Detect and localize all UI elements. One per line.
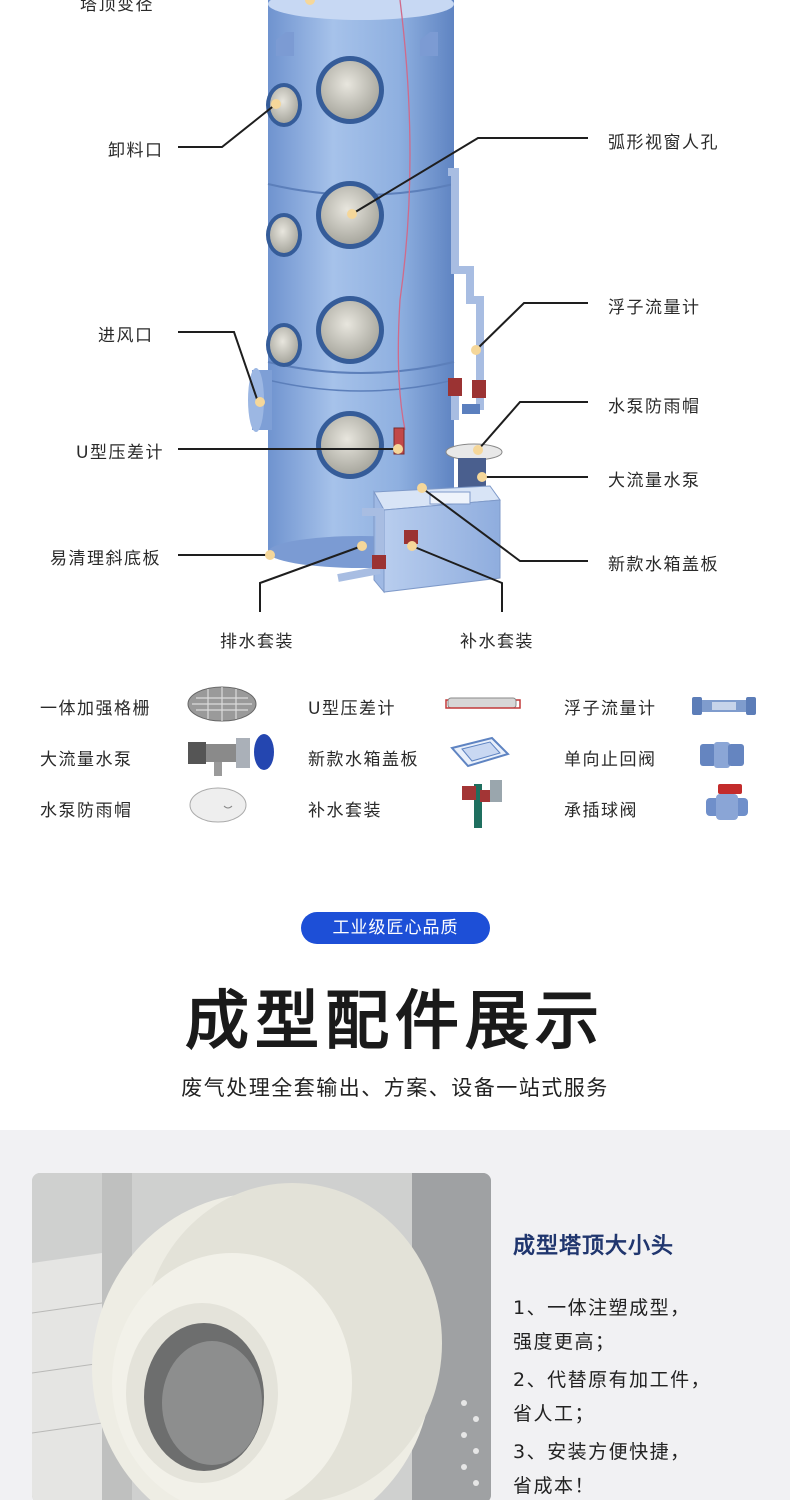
callout-sloped-bottom: 易清理斜底板: [50, 549, 161, 569]
part-label: 大流量水泵: [40, 750, 133, 770]
part-label: 浮子流量计: [564, 699, 657, 719]
part-label: 单向止回阀: [564, 750, 657, 770]
section-subline: 废气处理全套输出、方案、设备一站式服务: [181, 1076, 609, 1100]
tower-top-reducer-image: [32, 1173, 491, 1500]
feature-bullet: 1、一体注塑成型，: [513, 1297, 691, 1319]
tank-cover-icon: [450, 736, 510, 768]
feature-section: 成型塔顶大小头 1、一体注塑成型， 强度更高； 2、代替原有加工件， 省人工； …: [0, 1130, 790, 1500]
part-label: 水泵防雨帽: [40, 801, 133, 821]
callout-u-gauge: U型压差计: [76, 443, 164, 463]
drain-valve: [372, 555, 386, 569]
tower-illustration: [178, 0, 588, 612]
part-label: 一体加强格栅: [40, 699, 151, 719]
callout-top-cut: 塔顶变径: [80, 0, 154, 15]
check-valve-icon: [700, 742, 744, 768]
grating-icon: [187, 686, 257, 722]
refill-valve: [404, 530, 418, 544]
part-label: 新款水箱盖板: [308, 750, 419, 770]
part-label: 补水套装: [308, 801, 382, 821]
pump-icon: [188, 734, 274, 776]
leader-lines: [178, 103, 588, 612]
refill-kit-icon: [462, 780, 502, 828]
u-gauge-icon: [445, 697, 521, 709]
product-photo: [32, 1173, 491, 1500]
callout-flowmeter: 浮子流量计: [608, 298, 701, 318]
rain-cap-icon: [189, 787, 247, 823]
feature-bullet: 2、代替原有加工件，: [513, 1369, 712, 1391]
callout-tank-cover: 新款水箱盖板: [608, 555, 719, 575]
tower-diagram: 塔顶变径 卸料口 进风口 U型压差计 易清理斜底板 弧形视窗人孔 浮子流量计 水…: [0, 0, 790, 660]
callout-drain: 排水套装: [220, 632, 294, 652]
parts-grid: 一体加强格栅 U型压差计 浮子流量计 大流量水泵 新款水箱盖板 单向止回阀: [0, 680, 790, 840]
feature-bullet: 省成本！: [513, 1475, 596, 1497]
feature-title: 成型塔顶大小头: [513, 1234, 675, 1259]
manhole-windows: [316, 56, 384, 479]
callout-rain-cap: 水泵防雨帽: [608, 397, 701, 417]
callout-air-inlet: 进风口: [98, 326, 154, 346]
section-headline: 成型配件展示: [185, 985, 605, 1059]
ball-valve-icon: [706, 784, 748, 820]
callout-pump: 大流量水泵: [608, 471, 701, 491]
side-ports: [266, 83, 302, 367]
feature-bullet: 强度更高；: [513, 1331, 616, 1353]
water-tank: [373, 485, 501, 594]
valves: [448, 378, 486, 414]
quality-badge: 工业级匠心品质: [301, 912, 490, 944]
feature-bullet: 省人工；: [513, 1403, 596, 1425]
callout-manhole: 弧形视窗人孔: [608, 133, 719, 153]
lug: [420, 32, 438, 56]
drain-pipe: [362, 508, 384, 560]
feature-bullet: 3、安装方便快捷，: [513, 1441, 691, 1463]
callout-dots: [255, 0, 487, 560]
callout-refill: 补水套装: [460, 632, 534, 652]
lug: [276, 32, 294, 56]
part-label: 承插球阀: [564, 801, 638, 821]
u-gauge: [393, 427, 405, 455]
callout-discharge: 卸料口: [108, 141, 164, 161]
drain-pipe: [337, 566, 381, 582]
part-label: U型压差计: [308, 699, 396, 719]
flowmeter-icon: [692, 697, 756, 715]
